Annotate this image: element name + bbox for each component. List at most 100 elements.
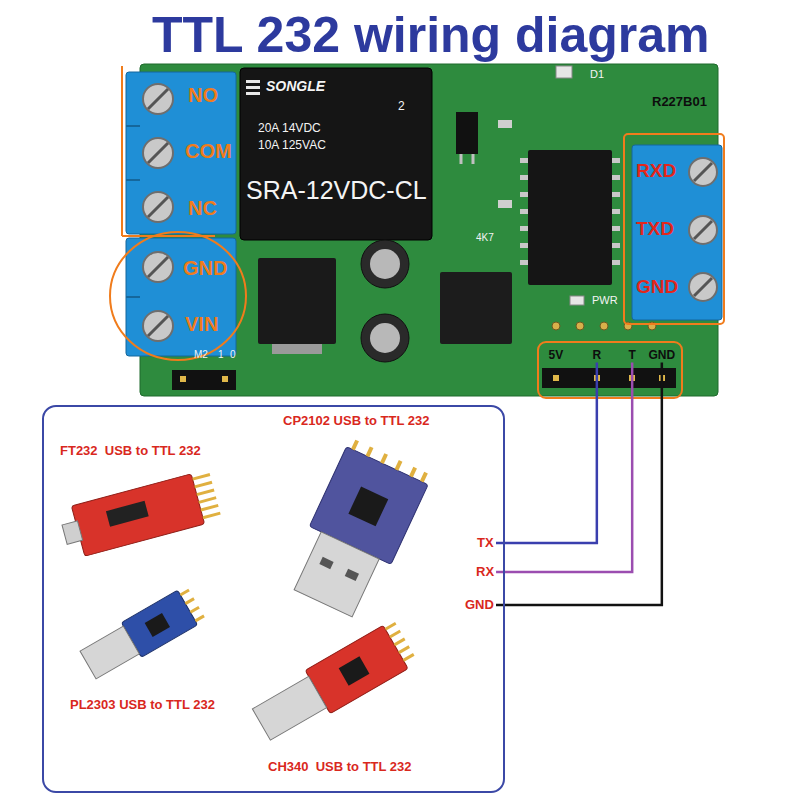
terminal-label: COM bbox=[185, 140, 232, 163]
leg bbox=[520, 243, 528, 248]
screw bbox=[143, 311, 173, 341]
pin-header bbox=[542, 368, 676, 388]
leg bbox=[520, 260, 528, 265]
usb-plug bbox=[294, 532, 379, 617]
screw-slot bbox=[148, 257, 168, 277]
terminal-label: GND bbox=[636, 276, 678, 298]
terminal-label: RXD bbox=[636, 160, 676, 182]
transistor-legs bbox=[461, 154, 473, 164]
led bbox=[556, 66, 572, 78]
hole bbox=[552, 322, 560, 330]
pin bbox=[351, 440, 359, 451]
pin bbox=[398, 645, 410, 654]
terminal-divider bbox=[126, 125, 140, 127]
screw bbox=[143, 138, 173, 168]
pl2303-adapter bbox=[78, 585, 206, 682]
adapter-board bbox=[71, 474, 204, 556]
terminal-label: TXD bbox=[636, 218, 674, 240]
screw-slots bbox=[694, 163, 712, 296]
terminal-label: NO bbox=[188, 84, 218, 107]
pin-name: R bbox=[593, 348, 602, 362]
screw-slot bbox=[694, 221, 712, 239]
usb-plug bbox=[80, 626, 139, 679]
leg bbox=[612, 260, 620, 265]
terminal-block bbox=[632, 145, 722, 320]
signal-name: TX bbox=[477, 536, 494, 551]
pin bbox=[194, 481, 212, 489]
mcu-chip bbox=[528, 150, 612, 285]
smd-resistor bbox=[498, 120, 512, 128]
mini-usb bbox=[62, 521, 83, 544]
pin bbox=[395, 460, 403, 471]
terminal-divider bbox=[126, 179, 140, 181]
ft232-adapter bbox=[58, 469, 222, 560]
silkscreen-label: 4K7 bbox=[476, 232, 494, 244]
chip bbox=[348, 486, 388, 526]
silkscreen-label: M2 bbox=[194, 349, 208, 361]
pin bbox=[380, 453, 388, 464]
leg bbox=[520, 158, 528, 163]
relay-brand: SONGLE bbox=[266, 78, 325, 94]
screw-slot bbox=[148, 89, 168, 109]
capacitor-top bbox=[370, 249, 400, 279]
terminal-label: VIN bbox=[185, 313, 218, 336]
pin-name: T bbox=[629, 348, 636, 362]
adapter-pins bbox=[351, 440, 428, 483]
pin bbox=[195, 615, 205, 623]
pin bbox=[389, 630, 401, 639]
screw bbox=[689, 216, 717, 244]
screw bbox=[143, 192, 173, 222]
usb-slot bbox=[345, 569, 359, 581]
pin bbox=[394, 638, 406, 647]
adapter-caption: FT232 USB to TTL 232 bbox=[60, 444, 201, 459]
screw bbox=[689, 273, 717, 301]
leg bbox=[612, 158, 620, 163]
signal-wire bbox=[496, 362, 662, 605]
pin bbox=[190, 606, 200, 614]
ch340-adapter bbox=[249, 619, 419, 746]
relay-rating: 10A 125VAC bbox=[258, 139, 326, 153]
leg bbox=[612, 175, 620, 180]
relay-logo bbox=[246, 80, 260, 95]
pin bbox=[409, 467, 417, 478]
regulator-tab bbox=[272, 344, 322, 354]
adapter-pins bbox=[180, 589, 205, 623]
chip bbox=[106, 501, 149, 527]
capacitor bbox=[361, 314, 409, 362]
signal-wire bbox=[496, 362, 597, 543]
leg bbox=[612, 226, 620, 231]
chip-legs bbox=[520, 158, 620, 265]
adapter-panel: CP2102 USB to TTL 232FT232 USB to TTL 23… bbox=[42, 405, 505, 793]
adapter-caption: CH340 USB to TTL 232 bbox=[268, 760, 412, 775]
terminal-screws bbox=[689, 158, 717, 301]
logo-stripe bbox=[246, 92, 260, 95]
relay-body bbox=[240, 68, 432, 240]
pin bbox=[222, 376, 228, 382]
leg bbox=[472, 154, 475, 164]
terminal-label: NC bbox=[188, 197, 217, 220]
silkscreen-label: 0 bbox=[230, 349, 236, 361]
adapter-caption: CP2102 USB to TTL 232 bbox=[283, 414, 429, 429]
signal-name: RX bbox=[476, 565, 494, 580]
silkscreen-label: PWR bbox=[592, 294, 618, 307]
leg bbox=[612, 192, 620, 197]
pin bbox=[385, 622, 397, 631]
pin bbox=[196, 488, 214, 496]
diagram-title: TTL 232 wiring diagram bbox=[152, 10, 710, 60]
pin bbox=[198, 496, 216, 504]
screw-slot bbox=[148, 316, 168, 336]
chip bbox=[145, 613, 170, 637]
logo-stripe bbox=[246, 80, 260, 83]
terminal-label: GND bbox=[183, 257, 227, 280]
terminal-block bbox=[126, 72, 236, 234]
pin bbox=[403, 653, 415, 662]
leg bbox=[612, 243, 620, 248]
usb-slot bbox=[319, 557, 333, 569]
transistor bbox=[456, 112, 478, 154]
relay-marking: 2 bbox=[398, 100, 405, 114]
screw-slot bbox=[148, 197, 168, 217]
header-pin: R bbox=[592, 348, 603, 362]
screw-slot bbox=[694, 278, 712, 296]
